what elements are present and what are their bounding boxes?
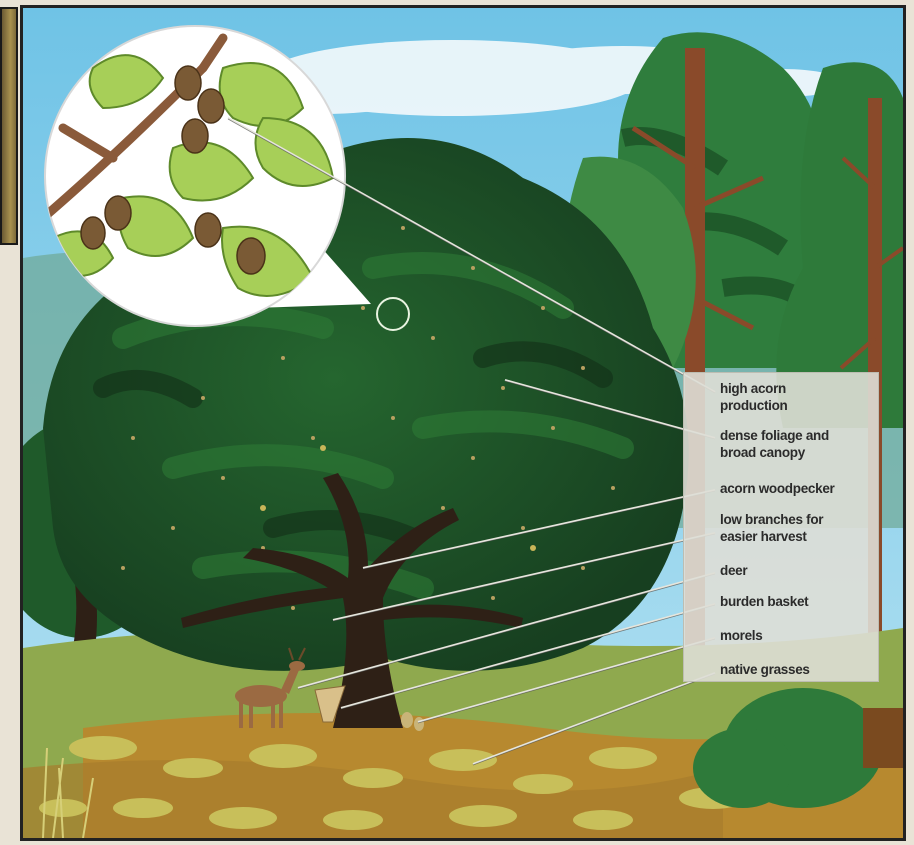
- label-burden-basket: burden basket: [720, 593, 880, 610]
- adjacent-panel-edge: [0, 7, 18, 245]
- label-morels: morels: [720, 627, 880, 644]
- label-low-branches: low branches for easier harvest: [720, 511, 880, 545]
- label-high-acorn-production: high acorn production: [720, 380, 880, 414]
- label-acorn-woodpecker: acorn woodpecker: [720, 480, 880, 497]
- illustration-frame: high acorn production dense foliage and …: [20, 5, 906, 841]
- label-deer: deer: [720, 562, 880, 579]
- label-native-grasses: native grasses: [720, 661, 880, 678]
- acorn-inset: [43, 26, 345, 326]
- log-right: [863, 708, 903, 768]
- label-dense-foliage: dense foliage and broad canopy: [720, 427, 880, 461]
